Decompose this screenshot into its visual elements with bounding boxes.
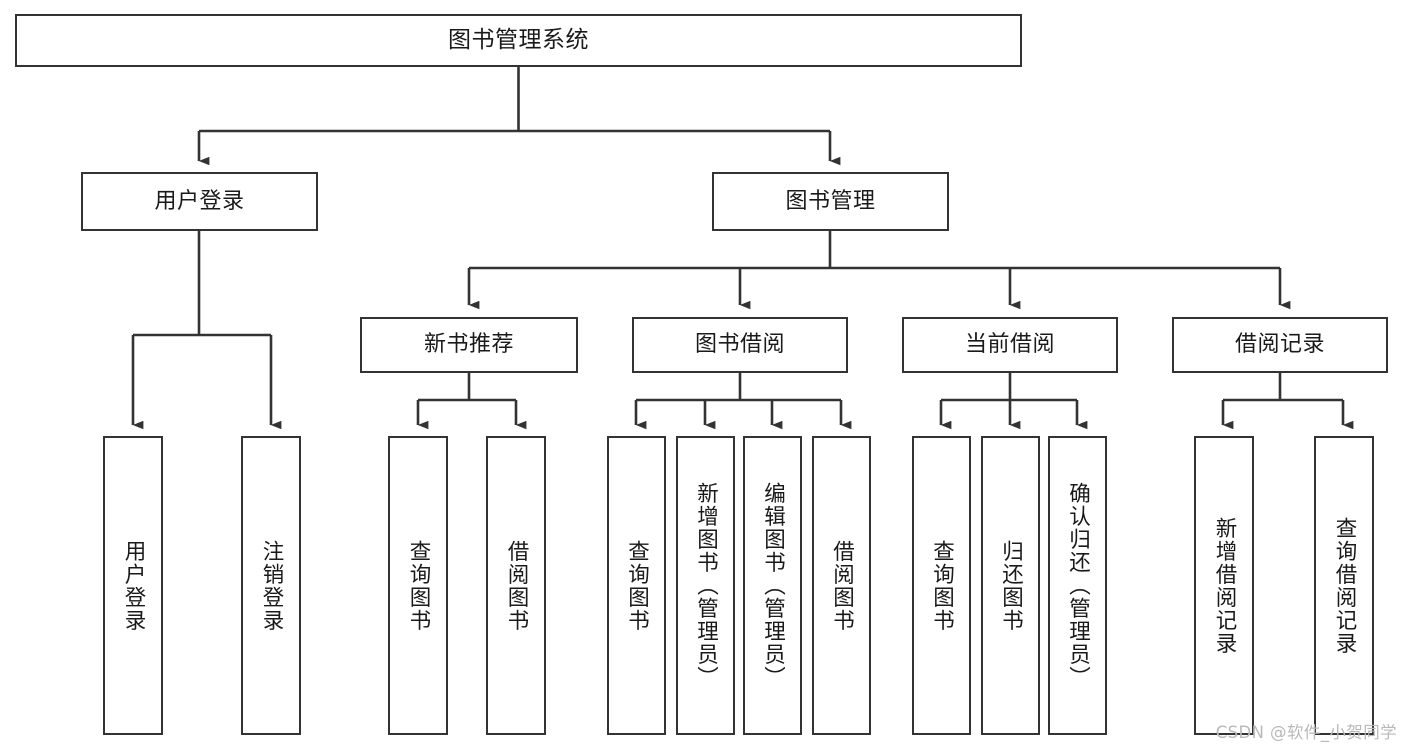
node-label: 查询借阅记录: [1332, 516, 1358, 655]
leaf-user-login[interactable]: 用户登录: [103, 436, 163, 735]
leaf-borrow-borrow-book[interactable]: 借阅图书: [812, 436, 871, 735]
leaf-current-confirm-return-admin[interactable]: 确认归还（管理员）: [1048, 436, 1107, 735]
node-label: 查询图书: [406, 539, 432, 632]
node-label: 借阅记录: [1234, 332, 1325, 358]
leaf-current-return-book[interactable]: 归还图书: [981, 436, 1040, 735]
leaf-new-book-borrow[interactable]: 借阅图书: [486, 436, 546, 735]
node-label: 查询图书: [929, 539, 955, 632]
leaf-current-query-book[interactable]: 查询图书: [912, 436, 971, 735]
node-label: 新增借阅记录: [1212, 516, 1238, 655]
leaf-borrow-edit-book-admin[interactable]: 编辑图书（管理员）: [743, 436, 802, 735]
leaf-new-book-query[interactable]: 查询图书: [388, 436, 448, 735]
node-label: 当前借阅: [964, 332, 1055, 358]
node-label: 注销登录: [259, 539, 285, 632]
node-user-login[interactable]: 用户登录: [81, 172, 318, 231]
leaf-borrow-add-book-admin[interactable]: 新增图书（管理员）: [676, 436, 735, 735]
node-label: 编辑图书（管理员）: [760, 482, 786, 689]
node-label: 图书管理: [785, 188, 876, 214]
leaf-record-add-borrow-record[interactable]: 新增借阅记录: [1194, 436, 1254, 735]
node-borrow-record[interactable]: 借阅记录: [1172, 317, 1388, 373]
node-label: 图书管理系统: [448, 27, 589, 54]
csdn-watermark: CSDN @软件_小贺同学: [1215, 723, 1397, 742]
node-label: 用户登录: [154, 188, 245, 214]
leaf-user-logout[interactable]: 注销登录: [241, 436, 301, 735]
leaf-record-query-borrow-record[interactable]: 查询借阅记录: [1314, 436, 1374, 735]
node-label: 借阅图书: [829, 539, 855, 632]
node-book-management[interactable]: 图书管理: [712, 172, 949, 231]
node-label: 归还图书: [998, 539, 1024, 632]
node-label: 图书借阅: [694, 332, 785, 358]
node-label: 查询图书: [624, 539, 650, 632]
node-label: 新书推荐: [423, 332, 514, 358]
node-label: 用户登录: [121, 539, 147, 632]
leaf-borrow-query-book[interactable]: 查询图书: [607, 436, 666, 735]
node-label: 新增图书（管理员）: [693, 482, 719, 689]
node-root-book-management-system[interactable]: 图书管理系统: [15, 14, 1022, 67]
node-new-book-recommend[interactable]: 新书推荐: [360, 317, 578, 373]
node-current-borrow[interactable]: 当前借阅: [902, 317, 1118, 373]
node-label: 确认归还（管理员）: [1065, 482, 1091, 689]
node-label: 借阅图书: [504, 539, 530, 632]
node-book-borrow[interactable]: 图书借阅: [632, 317, 848, 373]
